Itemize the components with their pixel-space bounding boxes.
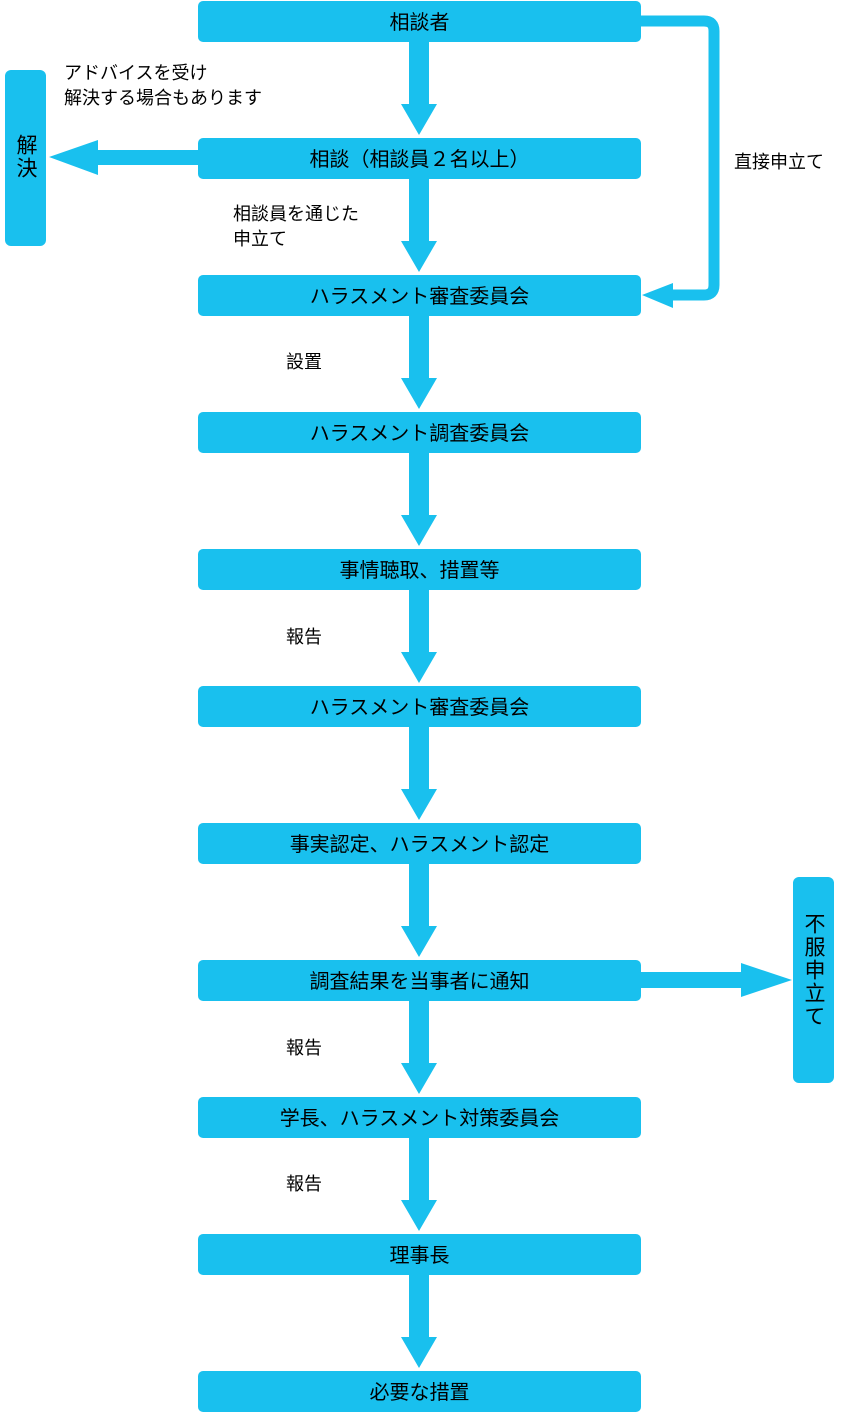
arrow-notify-to-president [401,1001,437,1094]
label-direct: 直接申立て [734,152,824,173]
label-advice-line2: 解決する場合もあります [64,88,262,109]
arrow-consultation-to-review [401,179,437,272]
label-via-line1: 相談員を通じた [233,204,359,225]
label-report-3: 報告 [286,1174,322,1195]
arrow-direct-complaint [640,15,720,301]
node-consulter: 相談者 [198,1,641,42]
node-review-committee-2: ハラスメント審査委員会 [198,686,641,727]
arrow-president-to-chairman [401,1138,437,1231]
node-fact-finding: 事実認定、ハラスメント認定 [198,823,641,864]
label-establish: 設置 [286,352,322,373]
arrow-review-to-investigation [401,316,437,409]
node-objection: 不服申立て [793,877,834,1083]
arrow-chairman-to-measures [401,1275,437,1368]
label-report-1: 報告 [286,627,322,648]
arrow-to-objection [641,963,792,997]
objection-label: 不服申立て [802,913,826,1028]
arrow-fact-to-notify [401,864,437,957]
node-resolution: 解決 [5,70,46,246]
node-measures: 必要な措置 [198,1371,641,1412]
label-report-2: 報告 [286,1038,322,1059]
arrow-review2-to-fact [401,727,437,820]
node-hearing: 事情聴取、措置等 [198,549,641,590]
resolution-label: 解決 [14,134,38,180]
node-chairman: 理事長 [198,1234,641,1275]
arrow-investigation-to-hearing [401,453,437,546]
node-consultation: 相談（相談員２名以上） [198,138,641,179]
node-investigation-committee: ハラスメント調査委員会 [198,412,641,453]
arrow-hearing-to-review2 [401,590,437,683]
label-advice-line1: アドバイスを受け [64,63,208,84]
arrow-to-resolution [49,140,198,175]
node-president: 学長、ハラスメント対策委員会 [198,1097,641,1138]
node-notify: 調査結果を当事者に通知 [198,960,641,1001]
node-review-committee-1: ハラスメント審査委員会 [198,275,641,316]
arrow-consulter-to-consultation [401,42,437,135]
label-via-line2: 申立て [233,229,287,250]
